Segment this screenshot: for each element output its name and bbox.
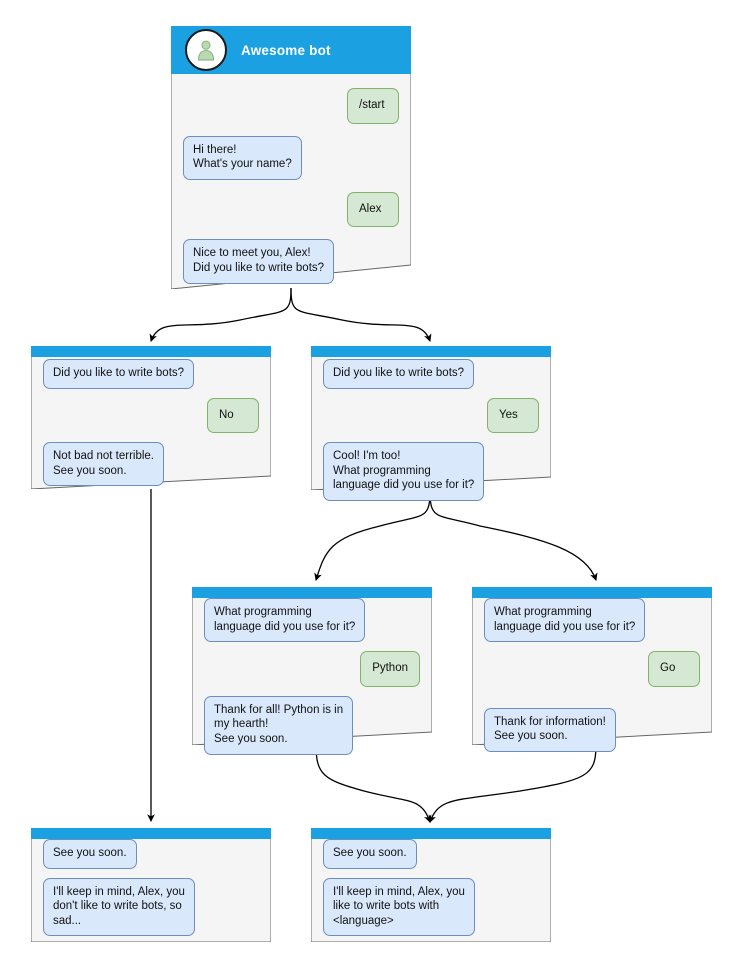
wire-go-to-end-happy [428,744,597,823]
message-row: Alex [183,191,399,228]
message-row: I'll keep in mind, Alex, you like to wri… [323,877,539,937]
bot-bubble: I'll keep in mind, Alex, you like to wri… [323,877,475,937]
bot-bubble: See you soon. [43,839,137,869]
message-list: What programming language did you use fo… [192,587,432,755]
bot-bubble: What programming language did you use fo… [484,598,646,643]
user-bubble: Python [360,651,420,687]
conversation-card-no[interactable]: Did you like to write bots? No Not bad n… [31,346,271,489]
wire-root-to-yes [290,287,432,342]
message-row: No [43,397,259,434]
user-bubble: Go [648,651,700,687]
message-list-root: /start Hi there! What's your name? Alex … [171,74,411,284]
message-row: Did you like to write bots? [43,359,259,389]
conversation-card-python[interactable]: What programming language did you use fo… [192,587,432,755]
message-row: Not bad not terrible. See you soon. [43,442,259,487]
bot-bubble: Did you like to write bots? [323,359,475,389]
wire-root-to-no [149,287,292,342]
conversation-card-yes[interactable]: Did you like to write bots? Yes Cool! I'… [311,346,551,501]
message-row: Nice to meet you, Alex! Did you like to … [183,239,399,284]
message-row: /start [183,88,399,124]
bot-bubble: Did you like to write bots? [43,359,195,389]
message-row: Go [484,651,700,687]
user-bubble: No [207,397,259,434]
bot-title: Awesome bot [241,42,331,58]
message-row: See you soon. [323,839,539,869]
bot-bubble: See you soon. [323,839,417,869]
message-list: Did you like to write bots? Yes Cool! I'… [311,346,551,501]
bot-bubble: What programming language did you use fo… [204,598,366,643]
bot-bubble: Not bad not terrible. See you soon. [43,442,165,487]
message-row: What programming language did you use fo… [484,598,700,643]
wire-yes-to-go [429,489,598,581]
bot-bubble: I'll keep in mind, Alex, you don't like … [43,877,195,937]
user-bubble: /start [347,88,399,124]
bot-bubble: Cool! I'm too! What programming language… [323,442,485,501]
message-list: What programming language did you use fo… [472,587,712,752]
card-header-root: Awesome bot [171,26,411,74]
message-row: Hi there! What's your name? [183,135,399,180]
message-row: Python [204,651,420,687]
bot-bubble: Thank for information! See you soon. [484,707,616,752]
user-bubble: Alex [347,191,399,228]
message-row: Did you like to write bots? [323,359,539,389]
conversation-card-go[interactable]: What programming language did you use fo… [472,587,712,752]
message-list: Did you like to write bots? No Not bad n… [31,346,271,487]
person-avatar-icon [185,29,227,71]
message-row: What programming language did you use fo… [204,598,420,643]
message-row: Yes [323,397,539,434]
bot-bubble: Thank for all! Python is in my hearth! S… [204,695,354,755]
user-bubble: Yes [487,397,539,434]
message-row: Thank for all! Python is in my hearth! S… [204,695,420,755]
message-row: Cool! I'm too! What programming language… [323,442,539,501]
message-row: See you soon. [43,839,259,869]
message-row: I'll keep in mind, Alex, you don't like … [43,877,259,937]
bot-bubble: Nice to meet you, Alex! Did you like to … [183,239,335,284]
conversation-card-end-sad[interactable]: See you soon. I'll keep in mind, Alex, y… [31,828,271,942]
conversation-card-end-happy[interactable]: See you soon. I'll keep in mind, Alex, y… [311,828,551,942]
conversation-card-root[interactable]: Awesome bot /start Hi there! What's your… [171,26,411,289]
message-list: See you soon. I'll keep in mind, Alex, y… [311,828,551,937]
message-list: See you soon. I'll keep in mind, Alex, y… [31,828,271,937]
message-row: Thank for information! See you soon. [484,707,700,752]
wire-yes-to-python [314,489,431,581]
bot-bubble: Hi there! What's your name? [183,135,302,180]
wire-python-to-end-happy [315,744,432,823]
